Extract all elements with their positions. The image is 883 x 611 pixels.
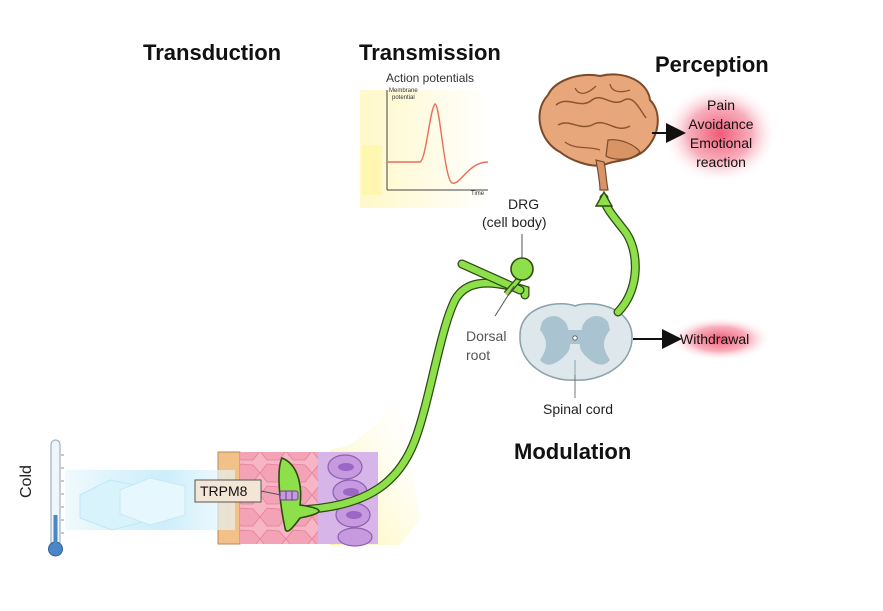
stage-perception: Perception <box>655 52 769 77</box>
ice-cubes-icon <box>65 470 235 531</box>
purple-cells <box>327 454 373 547</box>
action-potential-graph <box>360 90 490 208</box>
trpm8-label: TRPM8 <box>200 483 248 499</box>
drg-label-1: DRG <box>508 196 540 212</box>
output-reaction: reaction <box>696 154 746 170</box>
trpm8-channel <box>279 490 299 501</box>
stage-modulation: Modulation <box>514 439 632 464</box>
output-pain: Pain <box>706 97 736 113</box>
action-potential-title: Action potentials <box>386 71 475 85</box>
thermometer-icon <box>48 439 64 557</box>
dorsal-root-label-1: Dorsal <box>466 328 507 344</box>
sensory-nerve <box>278 257 534 532</box>
withdrawal-glow <box>668 317 772 361</box>
drg-label-2: (cell body) <box>482 214 547 230</box>
brain-icon <box>538 73 659 191</box>
nerve-ending <box>278 456 320 532</box>
dorsal-root-label-2: root <box>466 347 491 363</box>
stage-transduction: Transduction <box>143 40 282 65</box>
ap-y-label-1: Membrane <box>389 88 418 94</box>
ascending-pathway <box>594 190 640 317</box>
ap-x-label: Time <box>471 191 485 197</box>
drg-cell-body <box>510 257 534 281</box>
perception-glow <box>662 84 778 184</box>
output-emotional: Emotional <box>689 135 753 151</box>
output-avoidance: Avoidance <box>688 116 754 132</box>
spinal-cord-label: Spinal cord <box>543 401 614 417</box>
stage-transmission: Transmission <box>359 40 501 65</box>
action-potential-trace <box>388 103 489 184</box>
cold-label: Cold <box>18 465 35 498</box>
dorsal-root-leader-line <box>494 285 515 317</box>
skin-tissue <box>217 390 420 547</box>
ap-y-label-2: potential <box>392 95 415 101</box>
spinal-cord-section <box>519 303 633 398</box>
output-withdrawal: Withdrawal <box>680 331 750 347</box>
